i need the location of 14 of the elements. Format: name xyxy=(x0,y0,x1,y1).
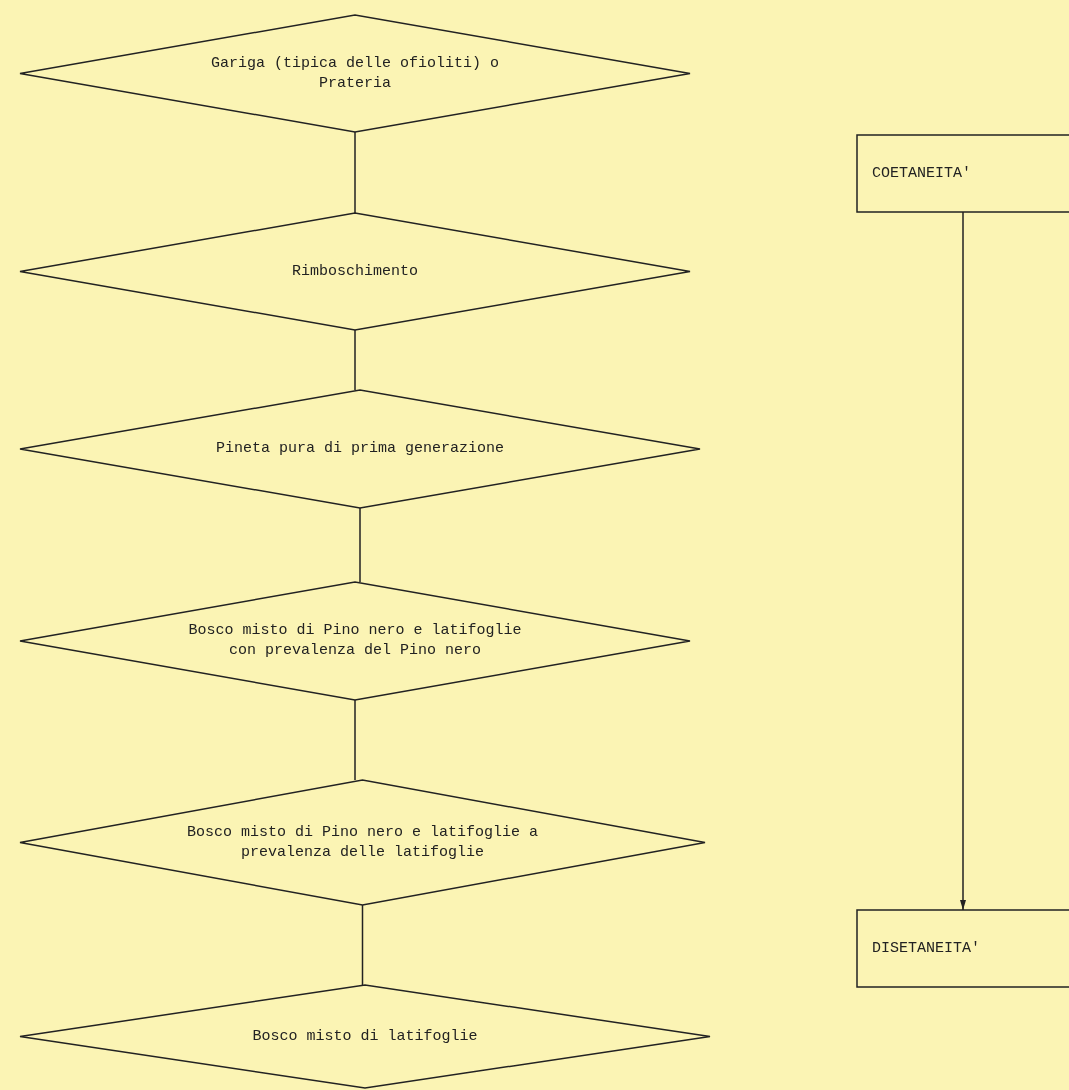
node-label: Bosco misto di Pino nero e latifoglie con prevalenza del Pino nero xyxy=(187,621,523,661)
arrow xyxy=(959,211,967,911)
connector-line xyxy=(361,904,364,986)
node-label: Bosco misto di latifoglie xyxy=(251,1026,479,1047)
node-label: Gariga (tipica delle ofioliti) o Prateria xyxy=(209,53,500,94)
connector-line xyxy=(359,507,361,583)
node-label: COETANEITA' xyxy=(872,163,973,184)
node-label: Pineta pura di prima generazione xyxy=(214,439,505,459)
node-label: Bosco misto di Pino nero e latifoglie a prevalenza delle latifoglie xyxy=(185,822,540,863)
node-label: DISETANEITA' xyxy=(872,938,982,959)
connector-line xyxy=(354,699,356,781)
node-label: Rimboschimento xyxy=(291,261,419,282)
connector-line xyxy=(354,131,356,214)
connector-line xyxy=(354,329,356,391)
